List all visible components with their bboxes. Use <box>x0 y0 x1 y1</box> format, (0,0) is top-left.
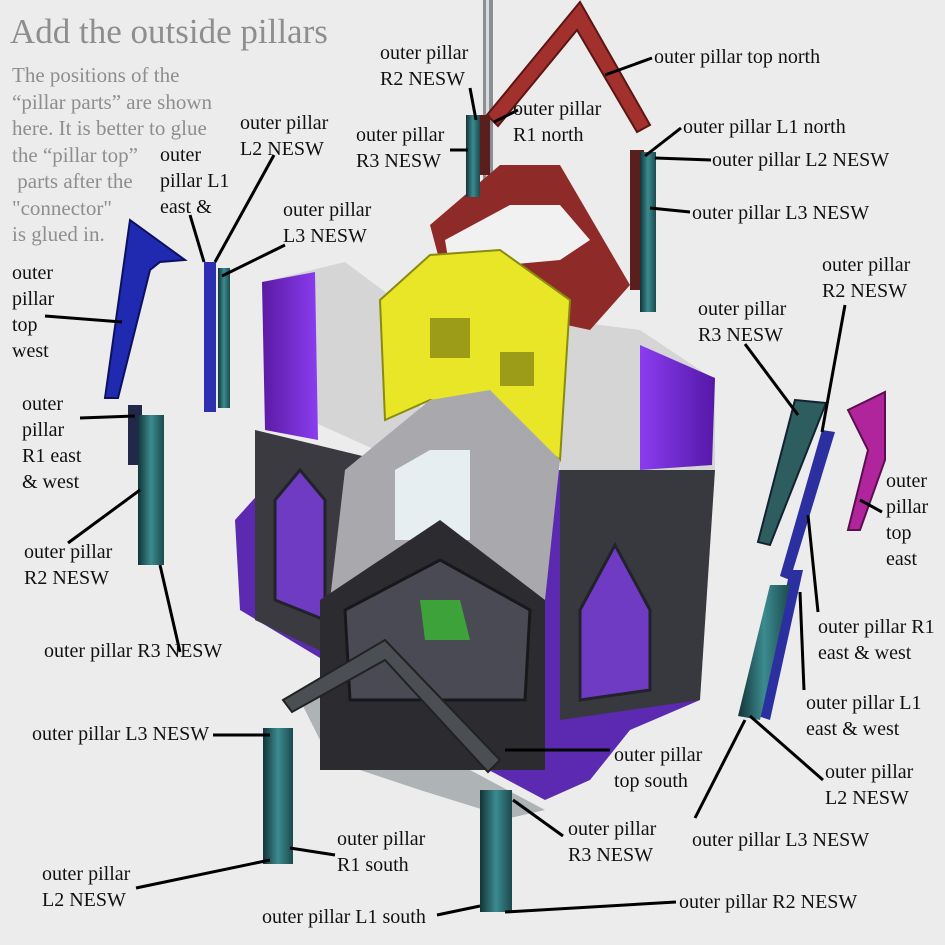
label-l1-east-left: outer pillar L1 east & <box>160 144 230 218</box>
label-l1-east-west-right: outer pillar L1 east & west <box>806 692 922 740</box>
label-l2-right: outer pillar L2 NESW <box>825 761 914 809</box>
outer-pillar-r3-east-part <box>756 398 828 547</box>
left-wing-purple <box>262 272 318 440</box>
outer-pillar-r3-north-part <box>466 115 480 197</box>
label-r3-top: outer pillar R3 NESW <box>356 124 445 172</box>
front-roof-white <box>395 450 470 540</box>
label-r1-east-west-left: outer pillar R1 east & west <box>22 393 82 493</box>
label-r2-left: outer pillar R2 NESW <box>24 541 113 589</box>
outer-pillar-l2-south-part <box>263 728 293 864</box>
label-top-south: outer pillar top south <box>614 744 703 792</box>
label-l2-bottom: outer pillar L2 NESW <box>42 863 131 911</box>
label-l2-north-east: outer pillar L2 NESW <box>712 149 890 171</box>
outer-pillar-r1-north-part <box>480 115 490 175</box>
outer-pillar-r1-east-part <box>780 430 835 580</box>
label-top-east: outer pillar top east <box>886 470 929 570</box>
outer-pillar-top-east-part <box>846 390 886 531</box>
label-top-north: outer pillar top north <box>654 46 821 68</box>
outer-pillar-r2-west-part <box>138 415 164 565</box>
right-window <box>578 541 652 702</box>
outer-pillar-r3-south-part <box>480 790 512 912</box>
outer-pillar-l1-west-part <box>204 262 216 412</box>
connector-hole-2 <box>500 352 534 386</box>
connector-hole <box>430 318 470 358</box>
outer-pillar-top-south-part <box>281 638 502 774</box>
label-l2-left: outer pillar L2 NESW <box>240 112 329 160</box>
label-r2-bottom: outer pillar R2 NESW <box>679 891 858 913</box>
label-r1-east-west-right: outer pillar R1 east & west <box>818 616 935 664</box>
right-wing-purple <box>640 345 715 470</box>
label-r3-south: outer pillar R3 NESW <box>568 818 657 866</box>
rose-window-green <box>420 600 470 640</box>
label-l3-north-east: outer pillar L3 NESW <box>692 202 870 224</box>
label-r2-right: outer pillar R2 NESW <box>822 254 911 302</box>
label-r3-right: outer pillar R3 NESW <box>698 298 787 346</box>
instruction-note: The positions of the “pillar parts” are … <box>12 63 213 246</box>
label-l1-north: outer pillar L1 north <box>683 116 846 138</box>
outer-pillar-l1-east-part <box>758 570 803 720</box>
label-l3-right: outer pillar L3 NESW <box>692 829 870 851</box>
outer-pillar-l2-east-part <box>738 585 790 720</box>
label-top-west: outer pillar top west <box>12 262 55 362</box>
outer-pillar-l3-west-part <box>218 268 230 408</box>
label-l3-left: outer pillar L3 NESW <box>283 199 372 247</box>
outer-pillar-top-west-part <box>103 218 188 399</box>
left-window <box>273 467 327 623</box>
label-l3-bottom: outer pillar L3 NESW <box>32 723 210 745</box>
label-r2-top: outer pillar R2 NESW <box>380 42 469 90</box>
label-r1-south: outer pillar R1 south <box>337 828 426 876</box>
outer-pillar-l2-north-part <box>640 152 656 312</box>
label-r3-left: outer pillar R3 NESW <box>44 640 223 662</box>
diagram-title: Add the outside pillars <box>10 12 328 51</box>
label-l1-south: outer pillar L1 south <box>262 906 426 928</box>
label-r1-north: outer pillar R1 north <box>513 98 602 146</box>
leader-lines <box>44 56 883 917</box>
